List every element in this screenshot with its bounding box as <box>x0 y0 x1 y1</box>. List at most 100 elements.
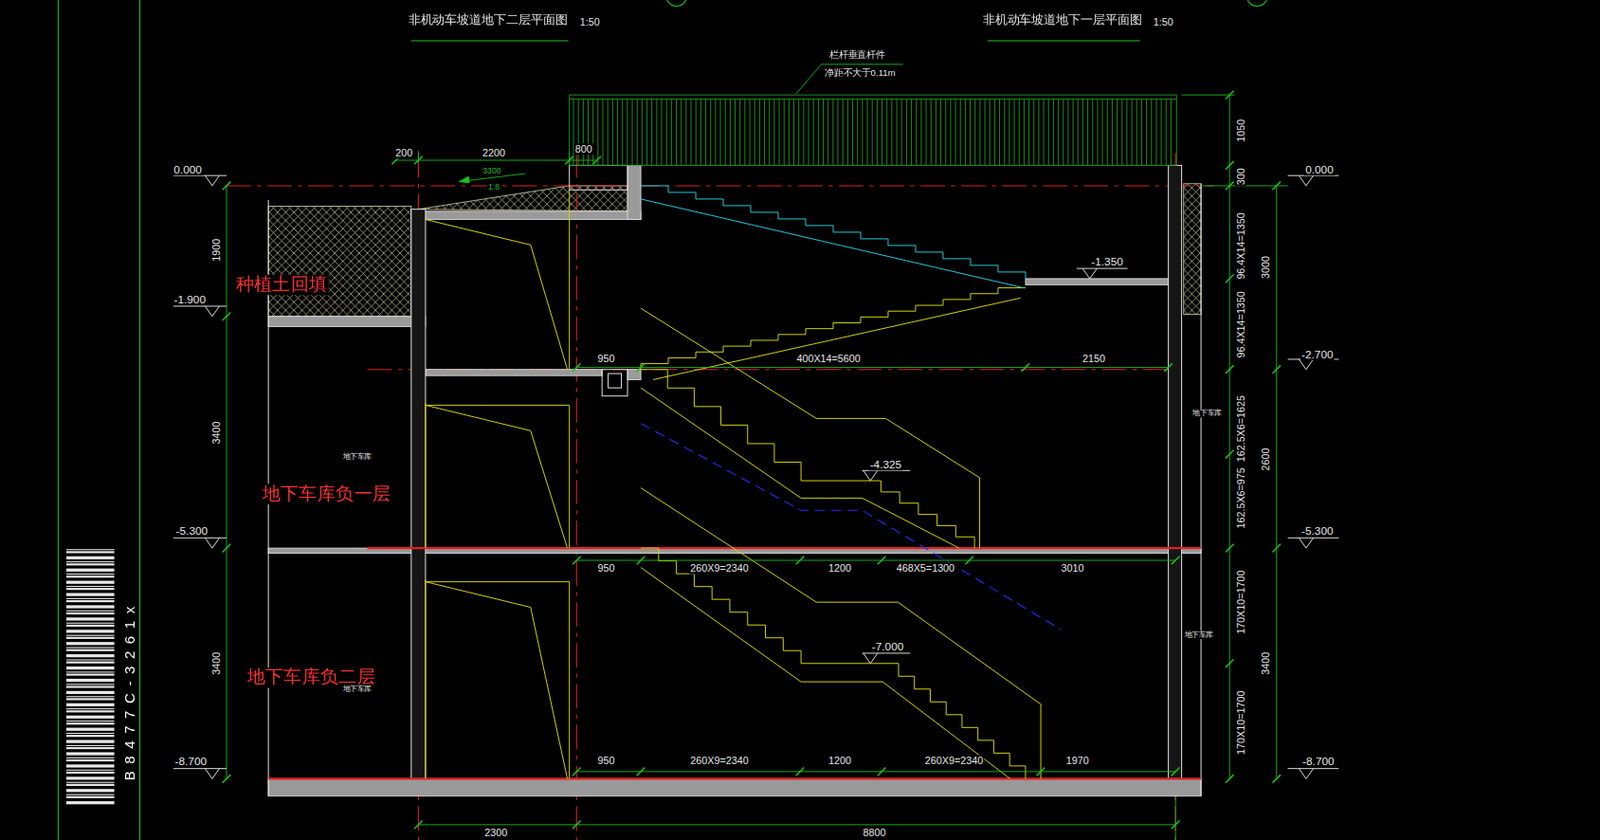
railing <box>822 98 824 165</box>
note-text: 栏杆垂直杆件 <box>828 51 886 62</box>
stair-profile <box>862 480 975 548</box>
stair-profile <box>640 199 1024 289</box>
slab-top-line <box>367 546 1202 549</box>
level-marker <box>173 175 1339 779</box>
room-text: 地下车库 <box>342 685 373 693</box>
railing <box>940 98 942 165</box>
door-outline <box>425 189 570 779</box>
dimension-line <box>572 820 582 830</box>
railing <box>749 98 751 165</box>
barcode <box>66 783 115 786</box>
railing <box>964 98 966 165</box>
railing <box>612 98 614 165</box>
railing <box>739 98 741 165</box>
structure-outline <box>608 373 622 388</box>
dimension-text: 800 <box>574 143 594 155</box>
railing <box>617 98 619 165</box>
leader-line <box>458 176 470 182</box>
railing <box>569 94 1178 165</box>
level-text: -5.300 <box>175 524 210 537</box>
railing <box>569 98 1178 100</box>
structure-outline <box>601 369 628 397</box>
barcode <box>66 585 115 587</box>
dimension-text: 950 <box>596 352 616 364</box>
level-marker <box>863 653 878 664</box>
barcode <box>66 709 115 712</box>
railing <box>1116 98 1118 165</box>
railing <box>641 98 643 165</box>
barcode <box>66 622 115 624</box>
stair-profile <box>800 681 883 683</box>
railing <box>655 98 657 165</box>
barcode <box>66 550 115 553</box>
barcode <box>66 734 115 737</box>
level-marker <box>173 537 227 539</box>
dimension-text: 8800 <box>862 827 888 839</box>
door-outline <box>568 189 570 369</box>
concrete-slab <box>627 164 641 219</box>
barcode <box>66 654 115 657</box>
barcode <box>66 617 115 620</box>
barcode <box>66 745 115 746</box>
railing <box>1077 98 1079 165</box>
railing <box>906 98 908 165</box>
dimension-line <box>222 774 232 783</box>
area-label: 地下车库负一层 <box>261 483 393 504</box>
barcode <box>66 746 115 749</box>
railing <box>915 98 917 165</box>
dimension-text: 96.4X14=1350 <box>1235 211 1247 280</box>
railing <box>651 98 653 165</box>
dimension-line <box>877 556 887 565</box>
railing <box>793 98 795 165</box>
railing <box>842 98 844 165</box>
level-marker <box>204 768 219 780</box>
dimension-text: 2200 <box>481 147 507 160</box>
dimension-line <box>1225 450 1235 459</box>
leader-line <box>458 64 903 183</box>
soil-hatch <box>268 205 412 316</box>
railing <box>1028 98 1030 165</box>
railing <box>671 98 673 165</box>
railing <box>818 98 819 165</box>
barcode <box>66 641 115 645</box>
railing <box>646 98 648 165</box>
stair-profile <box>882 663 1026 780</box>
barcode <box>66 727 115 731</box>
railing <box>974 98 976 165</box>
dimension-text: 170X10=1700 <box>1235 568 1247 636</box>
railing <box>666 98 668 165</box>
railing <box>1141 98 1143 165</box>
railing <box>1136 98 1138 165</box>
level-text: -8.700 <box>173 755 208 768</box>
railing <box>1057 98 1059 165</box>
railing <box>685 98 687 165</box>
extension-line <box>418 94 1288 840</box>
railing <box>1102 98 1104 165</box>
handrail-outline <box>640 308 1041 779</box>
railing <box>989 98 991 165</box>
barcode <box>66 604 115 608</box>
dimension-line <box>1171 556 1181 565</box>
dimension-line <box>1225 274 1235 284</box>
leader-line <box>796 64 904 94</box>
barcode <box>66 548 115 804</box>
railing <box>994 98 996 165</box>
railing <box>1037 98 1039 165</box>
railing <box>763 98 765 165</box>
dimension-text: 260X9=2340 <box>924 754 985 766</box>
dimension-line <box>222 311 232 321</box>
railing <box>783 98 785 165</box>
barcode <box>66 581 115 584</box>
dimension-line <box>877 767 887 777</box>
railing <box>607 98 609 165</box>
railing <box>1145 98 1147 165</box>
barcode <box>66 568 115 572</box>
door-outline <box>425 218 568 369</box>
handrail-outline <box>640 488 1041 780</box>
concrete-slab <box>411 211 641 220</box>
dimension-line <box>225 185 227 779</box>
railing <box>1096 98 1098 165</box>
railing <box>636 98 638 165</box>
slab-top-line <box>268 547 1201 779</box>
barcode <box>66 561 115 563</box>
